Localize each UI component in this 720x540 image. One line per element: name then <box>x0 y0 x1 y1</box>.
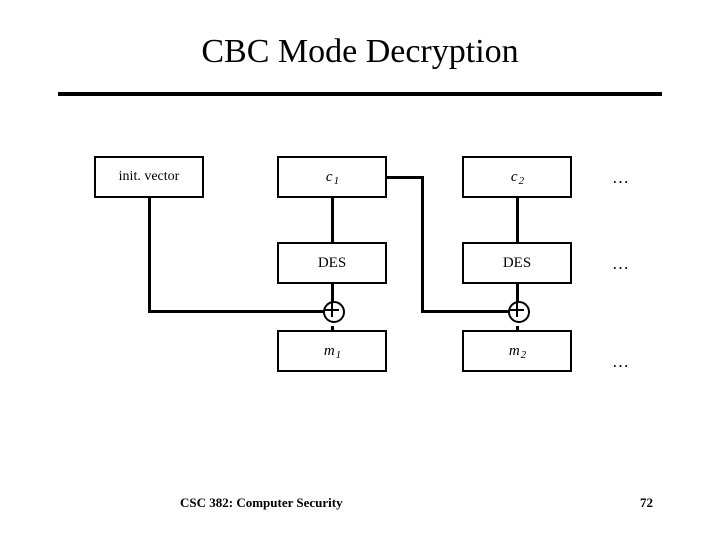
plaintext-label-2: m <box>508 342 520 359</box>
footer-page-number: 72 <box>640 495 653 510</box>
ciphertext-label-2: c <box>510 168 518 185</box>
des-block-1: DES <box>277 242 387 284</box>
title-divider <box>58 92 662 96</box>
ciphertext-sub-2: 2 <box>518 175 525 187</box>
init-vector-box: init. vector <box>94 156 204 198</box>
des-block-2: DES <box>462 242 572 284</box>
connector-des1-to-xor1 <box>331 284 334 308</box>
footer-course-label: CSC 382: Computer Security <box>180 495 343 510</box>
ciphertext-label-1: c <box>325 168 333 185</box>
xor-icon-1 <box>323 301 345 323</box>
xor-icon-2 <box>508 301 530 323</box>
connector-c1-branch-down <box>421 176 424 312</box>
connector-iv-to-xor1 <box>148 310 333 313</box>
plaintext-sub-2: 2 <box>520 349 527 361</box>
plaintext-label-1: m <box>323 342 335 359</box>
ciphertext-sub-1: 1 <box>333 175 340 187</box>
des-label-1: DES <box>317 254 347 271</box>
ellipsis-row-plaintext: … <box>612 352 629 371</box>
connector-c2-to-des2 <box>516 196 519 242</box>
plaintext-sub-1: 1 <box>335 349 342 361</box>
page-title: CBC Mode Decryption <box>201 33 519 70</box>
ellipsis-row-des: … <box>612 254 629 273</box>
ellipsis-row-ciphertext: … <box>612 168 629 187</box>
connector-iv-down <box>148 198 151 313</box>
connector-c1-branch-right <box>386 176 424 179</box>
connector-des2-to-xor2 <box>516 284 519 308</box>
connector-c1-branch-to-xor2 <box>421 310 519 313</box>
init-vector-label: init. vector <box>118 169 180 184</box>
des-label-2: DES <box>502 254 532 271</box>
connector-c1-to-des1 <box>331 196 334 242</box>
